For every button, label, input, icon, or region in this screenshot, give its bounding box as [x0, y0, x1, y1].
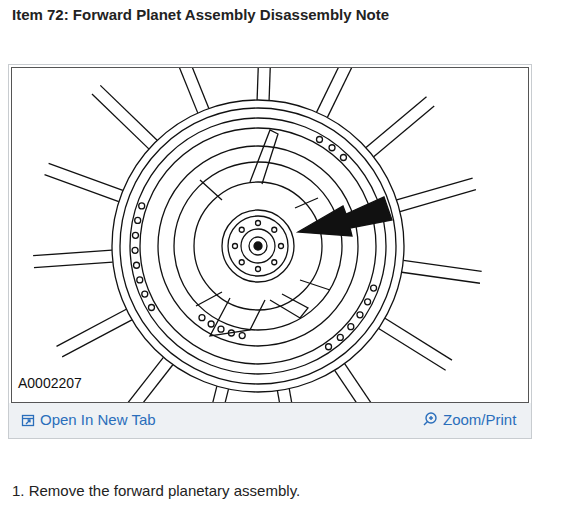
spline-tooth — [374, 106, 435, 157]
spline-tooth — [335, 370, 379, 402]
hub-spline — [256, 221, 261, 226]
hub-spline — [239, 227, 244, 232]
oil-hole — [239, 333, 245, 339]
spline-tooth — [115, 357, 164, 402]
page-title: Item 72: Forward Planet Assembly Disasse… — [12, 6, 389, 23]
oil-hole — [365, 299, 371, 305]
oil-hole — [208, 321, 214, 327]
step-text: 1. Remove the forward planetary assembly… — [12, 482, 300, 499]
open-tab-icon — [23, 416, 34, 426]
spline-tooth — [34, 262, 113, 268]
oil-hole — [218, 326, 224, 332]
oil-hole — [357, 312, 363, 318]
spline-tooth — [92, 94, 149, 149]
oil-hole — [137, 277, 143, 283]
hub-spline — [272, 260, 277, 265]
oil-hole — [371, 285, 377, 291]
figure-frame — [9, 65, 532, 439]
oil-hole — [148, 305, 154, 311]
spline-tooth — [397, 178, 473, 200]
hub-spline — [279, 244, 284, 249]
oil-hole — [340, 155, 346, 161]
spline-tooth — [257, 68, 260, 100]
hub-spline — [239, 260, 244, 265]
planet-drawing — [33, 68, 482, 402]
spline-tooth — [33, 250, 112, 256]
spline-tooth — [198, 386, 217, 402]
oil-hole — [317, 136, 323, 142]
spline-tooth — [327, 68, 362, 117]
spline-tooth — [277, 391, 291, 402]
spline-tooth — [366, 97, 427, 148]
spline-tooth — [400, 190, 476, 212]
oil-hole — [139, 203, 145, 209]
spline-tooth — [402, 272, 480, 283]
oil-hole — [132, 247, 138, 253]
spline-tooth — [317, 68, 352, 112]
hub-spline — [272, 227, 277, 232]
oil-hole — [348, 324, 354, 330]
oil-hole — [326, 344, 332, 350]
oil-hole — [329, 145, 335, 151]
zoom-icon — [424, 413, 436, 425]
oil-hole — [132, 232, 138, 238]
spline-tooth — [49, 163, 123, 190]
oil-hole — [142, 291, 148, 297]
zoom-link: Zoom/Print — [443, 411, 516, 428]
spline-tooth — [124, 365, 173, 402]
spline-tooth — [57, 309, 127, 346]
oil-hole — [199, 315, 205, 321]
oil-hole — [134, 262, 140, 268]
spline-tooth — [179, 68, 209, 108]
hub-spline — [233, 244, 238, 249]
open-tab-link: Open In New Tab — [40, 411, 156, 428]
spline-tooth — [168, 68, 198, 113]
spline-tooth — [100, 85, 157, 140]
hub-spline — [256, 267, 261, 272]
spline-tooth — [45, 175, 119, 202]
spline-tooth — [209, 389, 228, 402]
spline-tooth — [379, 328, 446, 370]
figure-code: A0002207 — [18, 375, 82, 391]
toolbar — [9, 403, 531, 438]
image-border — [12, 68, 529, 403]
spline-tooth — [345, 364, 389, 402]
spline-tooth — [403, 260, 481, 271]
spline-tooth — [269, 68, 272, 100]
spline-tooth — [289, 389, 303, 402]
oil-hole — [135, 217, 141, 223]
oil-hole — [337, 334, 343, 340]
